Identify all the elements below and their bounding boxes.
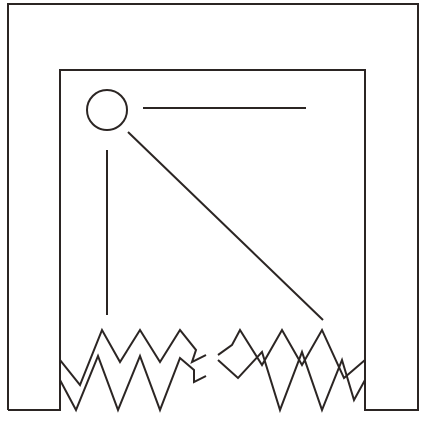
left-zigzag-break-lower [59,353,207,413]
inner-opening [59,69,366,360]
left-zigzag-break-upper [59,327,207,387]
right-zigzag-break-lower [217,349,366,414]
diagonal-line [127,131,324,321]
corner-circle [86,89,128,131]
outer-frame-left-foot [8,360,61,411]
outer-frame [7,3,419,411]
right-zigzag-break-upper [217,327,366,380]
